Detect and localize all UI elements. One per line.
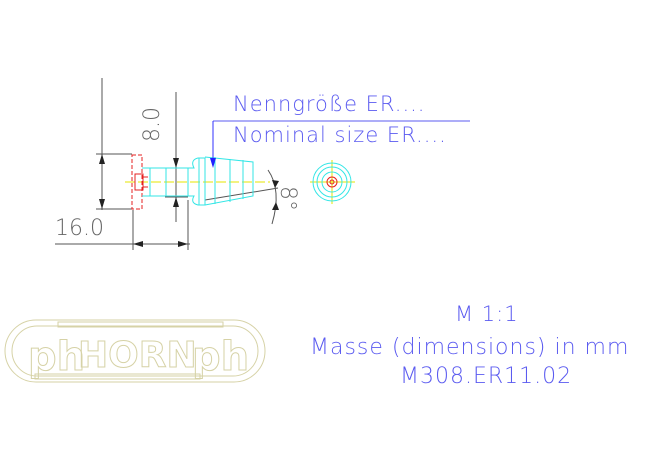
dimension-length: 16.0 (55, 216, 104, 241)
label-nominal-size-de: Nenngröße ER.... (233, 92, 426, 116)
collet-part (142, 156, 254, 206)
part-number: M308.ER11.02 (400, 364, 573, 389)
dimension-arrows (99, 154, 279, 247)
dimension-angle: 8° (275, 186, 300, 211)
dimension-diameter: 8.0 (140, 107, 165, 142)
units-label: Masse (dimensions) in mm (310, 335, 630, 360)
label-nominal-size-en: Nominal size ER.... (233, 123, 447, 147)
logo-mark-right: ph (192, 334, 249, 380)
logo-mark-left: ph (28, 334, 85, 380)
dimension-lines (55, 78, 279, 250)
scale-label: M 1:1 (455, 302, 519, 326)
hidden-part (131, 154, 148, 210)
callout-leader (210, 120, 470, 168)
horn-logo: ph HORN ph (4, 319, 266, 383)
logo-text: HORN (78, 335, 197, 376)
end-view (310, 160, 355, 204)
